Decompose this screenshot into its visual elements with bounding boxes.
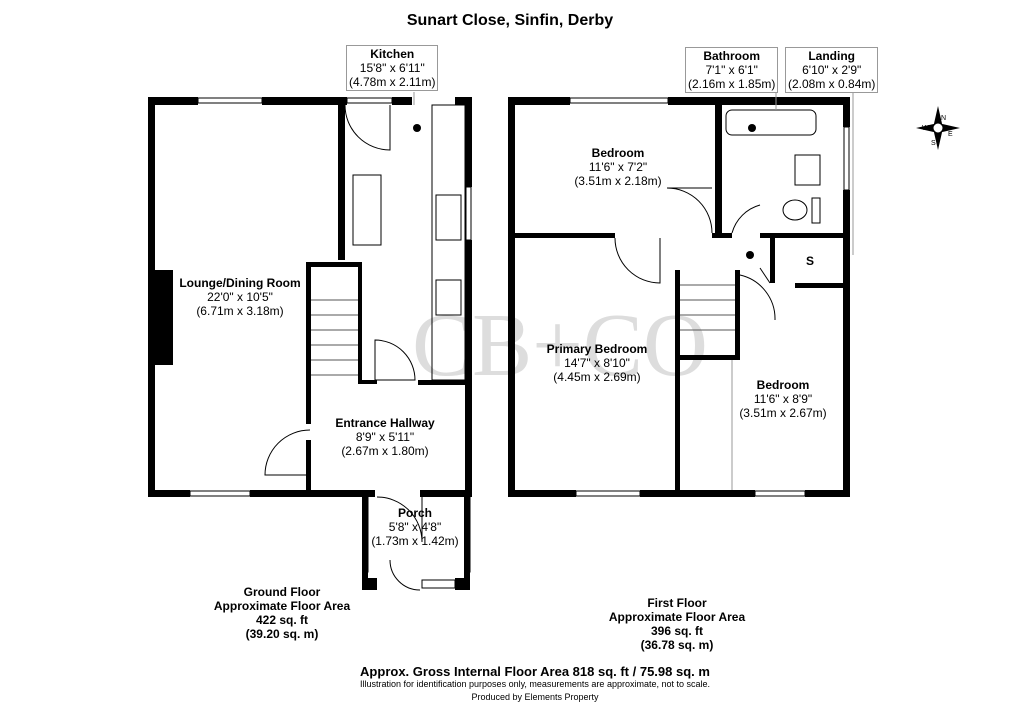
svg-text:N: N <box>941 115 946 122</box>
label-leaders <box>413 92 854 255</box>
svg-text:E: E <box>948 131 953 138</box>
compass-icon: N E S W <box>916 106 960 150</box>
first-floor-fixtures <box>569 97 850 497</box>
storage-label: S <box>805 254 815 268</box>
plan-title: Sunart Close, Sinfin, Derby <box>406 12 614 29</box>
ground-floor-walls <box>148 97 472 590</box>
first-floor-walls <box>508 97 850 497</box>
svg-text:W: W <box>922 125 929 132</box>
disclaimer: Illustration for identification purposes… <box>359 679 710 689</box>
svg-text:S: S <box>931 140 936 147</box>
ground-floor-fixtures <box>189 97 472 591</box>
producer: Produced by Elements Property <box>471 692 599 702</box>
gross-area: Approx. Gross Internal Floor Area 818 sq… <box>360 664 710 679</box>
